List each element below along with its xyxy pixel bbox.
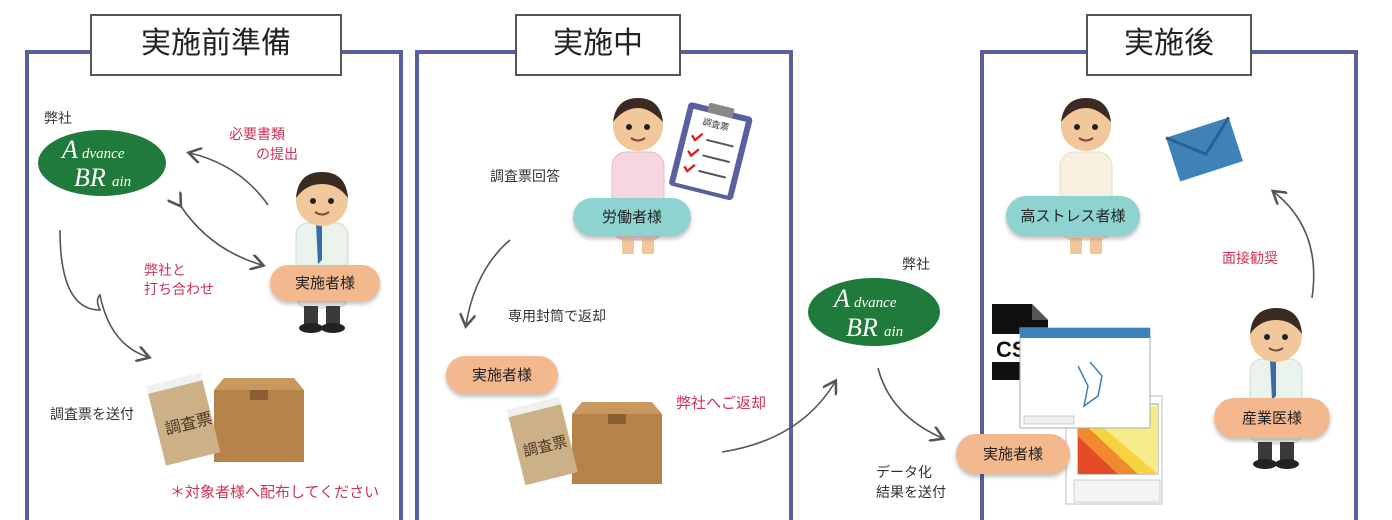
data-label-1: データ化 bbox=[876, 465, 932, 481]
svg-text:BR: BR bbox=[74, 163, 106, 192]
logo-a: A bbox=[60, 135, 78, 164]
clipboard-icon: 調査票 bbox=[660, 100, 760, 204]
implementer-pill-1: 実施者様 bbox=[270, 265, 380, 301]
company-label-2: 弊社 bbox=[902, 257, 930, 273]
meeting-label-2: 打ち合わせ bbox=[144, 282, 214, 298]
implementer-pill-2: 実施者様 bbox=[446, 356, 558, 394]
return-envelope-box: 調査票 bbox=[506, 396, 670, 497]
worker-pill: 労働者様 bbox=[573, 198, 691, 236]
panel-title-during: 実施中 bbox=[515, 14, 681, 76]
data-label-2: 結果を送付 bbox=[876, 485, 946, 501]
svg-text:dvance: dvance bbox=[82, 146, 125, 162]
submit-docs-label-1: 必要書類 bbox=[229, 127, 285, 143]
send-survey-label: 調査票を送付 bbox=[50, 407, 134, 423]
worker-figure bbox=[598, 96, 678, 265]
svg-text:BR: BR bbox=[846, 313, 878, 342]
survey-answer-label: 調査票回答 bbox=[490, 169, 560, 185]
doctor-pill: 産業医様 bbox=[1214, 398, 1330, 438]
distribute-note: ＊対象者様へ配布してください bbox=[170, 483, 380, 501]
mail-icon bbox=[1165, 116, 1244, 190]
panel-title-after: 実施後 bbox=[1086, 14, 1252, 76]
advance-brain-logo-2: A dvance BR ain bbox=[806, 276, 942, 352]
high-stress-pill: 高ストレス者様 bbox=[1006, 196, 1140, 236]
doctor-figure bbox=[1236, 304, 1316, 478]
arrows-during bbox=[0, 0, 1315, 453]
survey-envelope-box: 調査票 bbox=[146, 372, 310, 476]
svg-text:A: A bbox=[832, 284, 850, 313]
report-sheets bbox=[1018, 326, 1166, 510]
arrows-preparation bbox=[59, 0, 269, 509]
submit-docs-label-2: の提出 bbox=[256, 147, 298, 163]
advance-brain-logo: A dvance BR ain bbox=[36, 128, 168, 202]
high-stress-figure bbox=[1046, 96, 1126, 265]
interview-label: 面接勧奨 bbox=[1222, 251, 1278, 267]
return-company-label: 弊社へご返却 bbox=[676, 394, 767, 412]
svg-text:ain: ain bbox=[112, 174, 131, 190]
return-envelope-label: 専用封筒で返却 bbox=[508, 309, 606, 325]
svg-text:ain: ain bbox=[884, 324, 903, 340]
svg-text:dvance: dvance bbox=[854, 295, 897, 311]
company-label: 弊社 bbox=[44, 111, 72, 127]
implementer-pill-3: 実施者様 bbox=[956, 434, 1070, 474]
panel-title-preparation: 実施前準備 bbox=[90, 14, 342, 76]
